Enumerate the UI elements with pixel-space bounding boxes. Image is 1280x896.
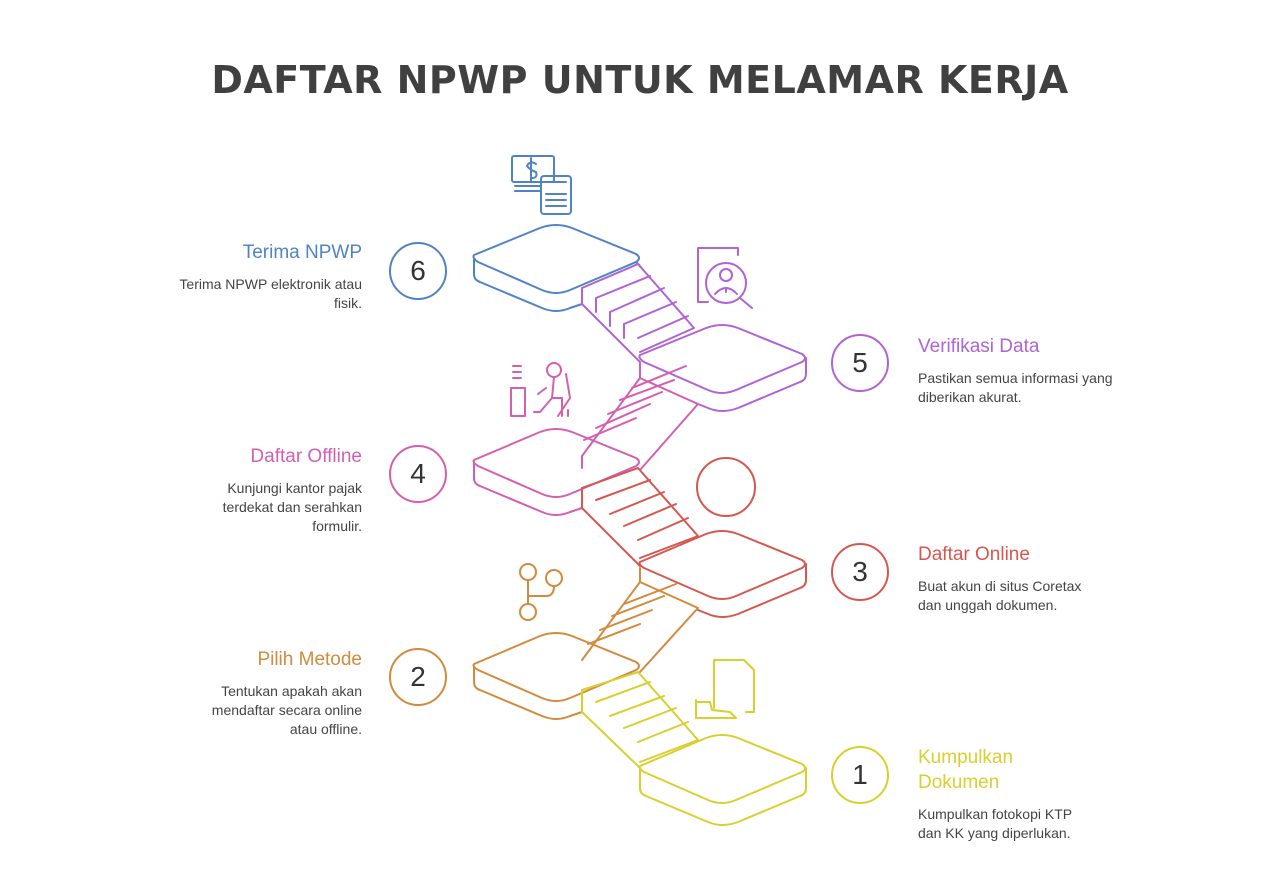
platform-6 [472, 224, 641, 312]
step-3-number-badge: 3 [831, 543, 889, 601]
step-2-heading: Pilih Metode [257, 649, 362, 670]
stair-1-2 [581, 671, 699, 769]
step-4-number-badge: 4 [389, 445, 447, 503]
stair-5-6 [581, 263, 695, 363]
step-3-heading: Daftar Online [918, 544, 1030, 565]
step-1-heading: Kumpulkan Dokumen [918, 747, 1014, 793]
step-1-number-badge: 1 [831, 746, 889, 804]
step-4-heading: Daftar Offline [250, 446, 362, 467]
platform-1 [638, 659, 807, 826]
stair-4-5 [581, 361, 699, 471]
platform-4 [472, 428, 640, 516]
circle-icon [696, 457, 756, 517]
step-5-number-badge: 5 [831, 334, 889, 392]
page-title: DAFTAR NPWP UNTUK MELAMAR KERJA [211, 58, 1069, 102]
office-worker-icon [510, 362, 571, 417]
step-3-text: Daftar Online Buat akun di situs Coretax… [918, 542, 1118, 615]
profile-search-icon [697, 247, 753, 309]
stair-2-3 [581, 567, 699, 673]
stair-3-4 [581, 467, 699, 567]
step-3-description: Buat akun di situs Coretax dan unggah do… [918, 578, 1082, 613]
step-2-description: Tentukan apakah akan mendaftar secara on… [211, 683, 362, 737]
step-1-text: Kumpulkan Dokumen Kumpulkan fotokopi KTP… [918, 745, 1118, 843]
step-1-description: Kumpulkan fotokopi KTP dan KK yang diper… [918, 806, 1072, 841]
step-5-description: Pastikan semua informasi yang diberikan … [918, 370, 1113, 405]
step-4-description: Kunjungi kantor pajak terdekat dan serah… [222, 480, 362, 534]
step-6-number-badge: 6 [389, 242, 447, 300]
platform-2 [472, 563, 640, 720]
step-6-text: Terima NPWP Terima NPWP elektronik atau … [162, 240, 362, 313]
document-icon [695, 659, 755, 719]
step-5-heading: Verifikasi Data [918, 336, 1040, 357]
step-4-text: Daftar Offline Kunjungi kantor pajak ter… [162, 444, 362, 536]
step-2-number-badge: 2 [389, 648, 447, 706]
branch-icon [519, 563, 563, 621]
step-6-heading: Terima NPWP [242, 242, 362, 263]
step-5-text: Verifikasi Data Pastikan semua informasi… [918, 334, 1118, 407]
platform-5 [638, 324, 807, 412]
money-calculator-icon [511, 155, 572, 215]
step-6-description: Terima NPWP elektronik atau fisik. [179, 276, 362, 311]
platform-3 [638, 457, 807, 618]
step-2-text: Pilih Metode Tentukan apakah akan mendaf… [162, 647, 362, 739]
